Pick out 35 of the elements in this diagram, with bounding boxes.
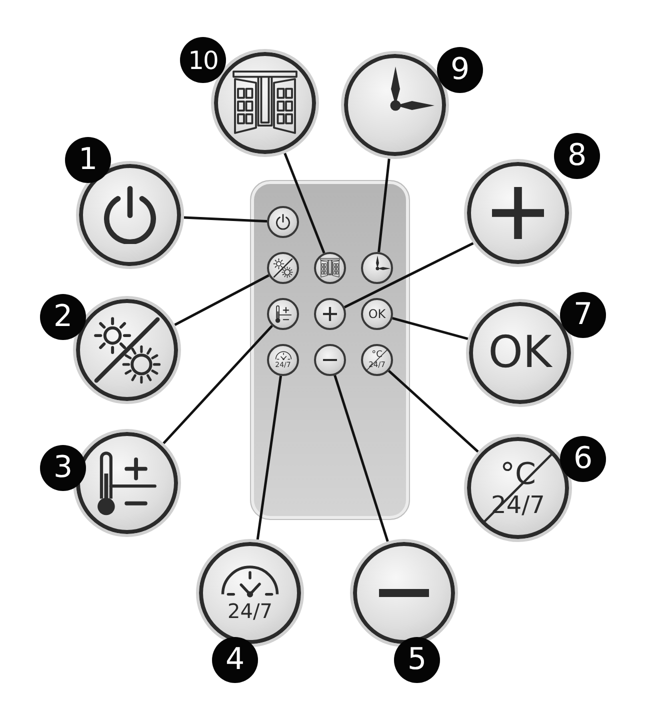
callout-number: 5 [394, 637, 440, 683]
remote-button [361, 252, 393, 284]
button-label: OK [368, 308, 386, 320]
leader-line [334, 374, 389, 542]
remote-button [267, 298, 299, 330]
callout-number: 8 [554, 133, 600, 179]
callout-number: 2 [40, 294, 86, 340]
callout-number: 1 [65, 137, 111, 183]
button-label: °C [500, 460, 536, 490]
leader-line [392, 317, 468, 340]
remote-button [314, 252, 346, 284]
leader-line [344, 242, 474, 308]
callout-number: 4 [212, 637, 258, 683]
callout-number: 7 [560, 292, 606, 338]
button-label: 24/7 [228, 600, 272, 621]
leader-line [388, 370, 479, 453]
leader-line [378, 158, 390, 252]
leader-line [174, 274, 270, 326]
leader-line [284, 152, 326, 254]
leader-line [184, 216, 268, 223]
leader-line [162, 324, 274, 444]
button-label: OK [488, 331, 552, 375]
remote-button [267, 252, 299, 284]
button-label: °C [372, 351, 382, 360]
callout-number: 10 [180, 37, 226, 83]
remote-button [314, 344, 346, 376]
callout-number: 9 [437, 47, 483, 93]
remote-control [250, 180, 410, 520]
callout-number: 3 [40, 445, 86, 491]
callout-number: 6 [560, 436, 606, 482]
remote-button [267, 344, 299, 376]
remote-button [314, 298, 346, 330]
remote-button [267, 206, 299, 238]
leader-line [256, 376, 282, 540]
remote-button [361, 298, 393, 330]
